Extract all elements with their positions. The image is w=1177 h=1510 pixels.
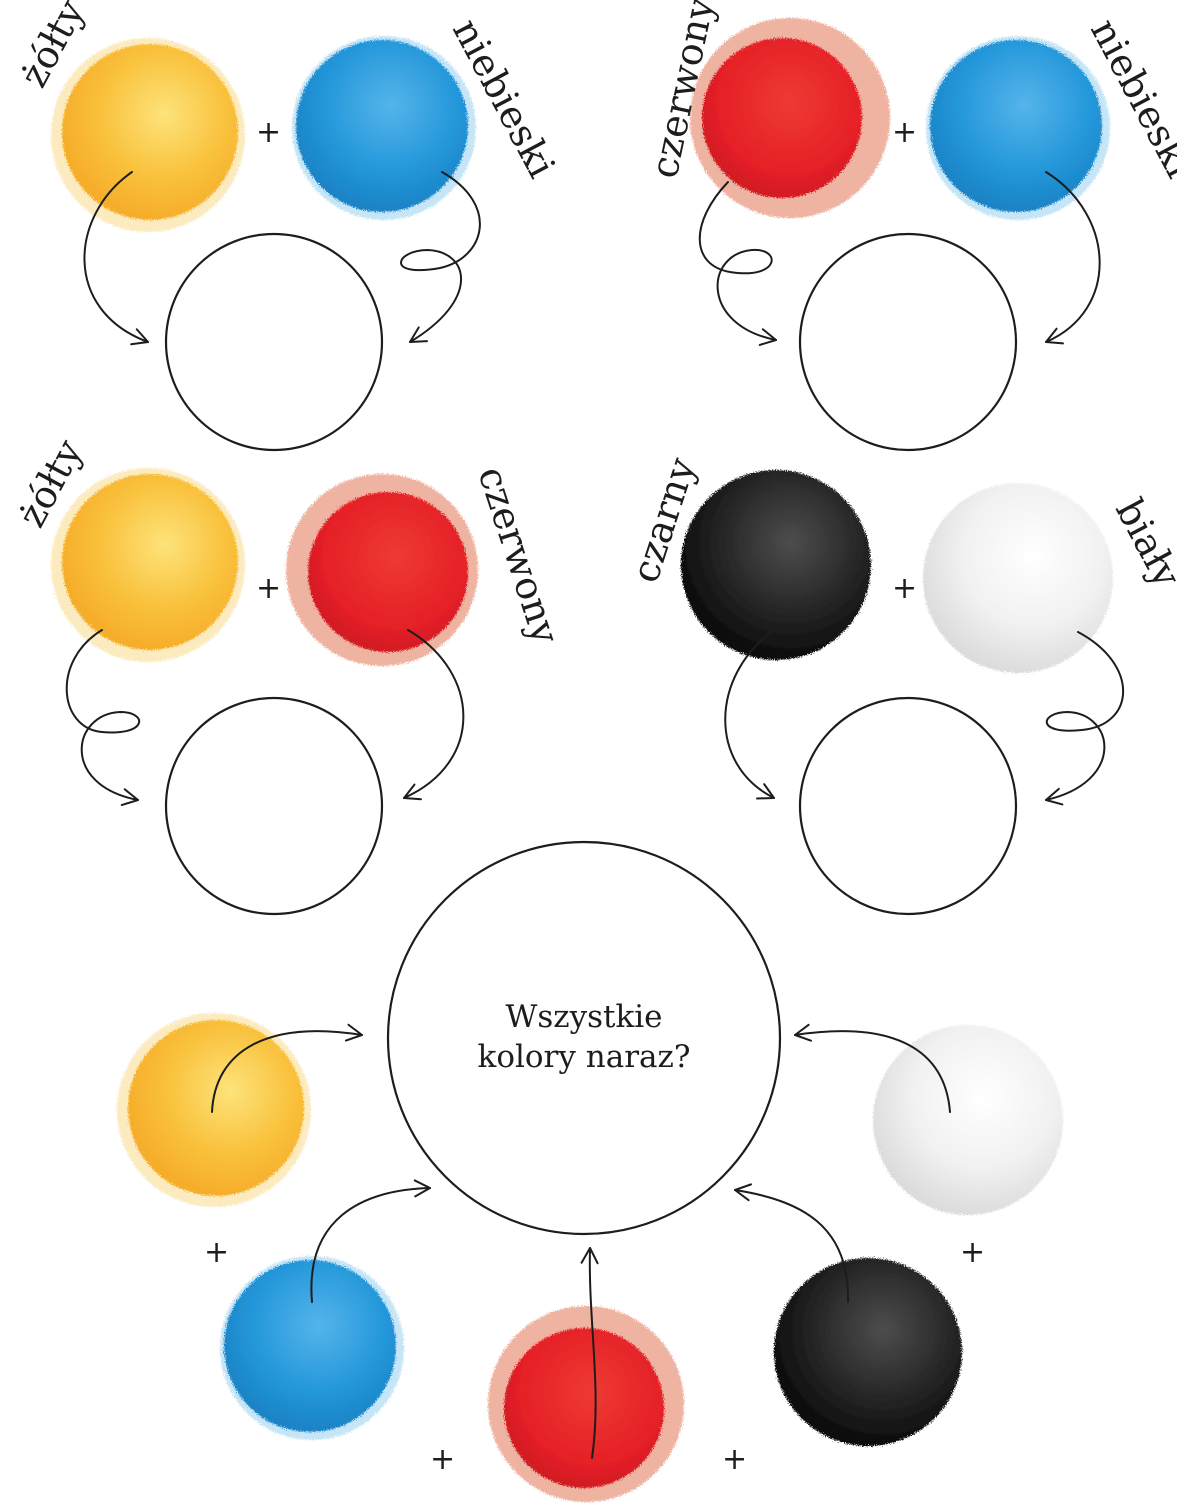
loop-arrow-icon (698, 181, 777, 346)
empty-result-circle (164, 696, 384, 916)
mix-arrow-icon (83, 171, 149, 346)
arrow-black-icon (734, 1183, 850, 1303)
plus-sign: + (722, 1442, 747, 1477)
plus-sign: + (892, 571, 917, 606)
final-result-circle (386, 840, 782, 1236)
mix-arrow-icon (403, 629, 465, 801)
mix-all-colors: Wszystkie kolory naraz? + + + + (117, 840, 1063, 1502)
loop-arrow-icon (400, 171, 481, 343)
white-paint-blob (873, 1025, 1063, 1215)
plus-sign: + (256, 571, 281, 606)
mix-yellow-red: żółty czerwony + (9, 432, 568, 916)
black-paint-blob (681, 470, 871, 660)
white-paint-blob (923, 483, 1113, 673)
plus-sign: + (204, 1235, 229, 1270)
blue-paint-blob (220, 1256, 404, 1440)
empty-result-circle (164, 232, 384, 452)
arrow-white-icon (794, 1023, 951, 1113)
mix-black-white: czarny biały + (623, 452, 1177, 916)
final-question-line1: Wszystkie (505, 999, 662, 1035)
loop-arrow-icon (1045, 631, 1125, 806)
plus-sign: + (430, 1442, 455, 1477)
arrow-red-icon (580, 1247, 599, 1459)
mix-red-blue: czerwony niebieski + (642, 0, 1177, 452)
loop-arrow-icon (65, 629, 141, 807)
label-red: czerwony (469, 461, 568, 649)
final-question-line2: kolory naraz? (478, 1039, 691, 1075)
label-white: biały (1107, 492, 1177, 595)
empty-result-circle (798, 232, 1018, 452)
yellow-paint-blob (117, 1013, 311, 1207)
yellow-paint-blob (51, 468, 245, 662)
arrow-blue-icon (310, 1179, 431, 1303)
mix-arrow-icon (1045, 171, 1101, 345)
arrow-yellow-icon (211, 1023, 363, 1113)
mix-yellow-blue: żółty niebieski + (11, 0, 564, 452)
plus-sign: + (960, 1235, 985, 1270)
red-paint-blob (488, 1306, 684, 1502)
mix-arrow-icon (724, 629, 775, 800)
plus-sign: + (892, 115, 917, 150)
yellow-paint-blob (51, 38, 245, 232)
plus-sign: + (256, 115, 281, 150)
red-paint-blob (286, 474, 478, 666)
blue-paint-blob (926, 36, 1110, 220)
blue-paint-blob (292, 36, 476, 220)
empty-result-circle (798, 696, 1018, 916)
black-paint-blob (774, 1258, 962, 1446)
red-paint-blob (690, 18, 890, 218)
